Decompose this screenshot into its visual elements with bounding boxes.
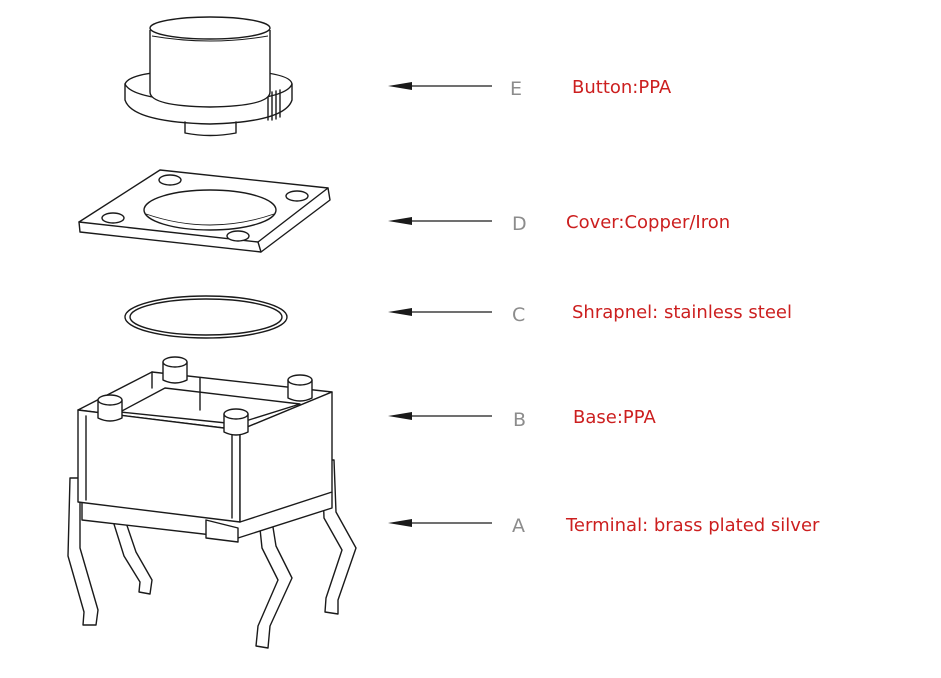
part-description-b: Base:PPA xyxy=(573,407,656,428)
arrow-head-d xyxy=(388,217,412,225)
arrow-head-c xyxy=(388,308,412,316)
cover-part xyxy=(78,169,331,253)
part-letter-c: C xyxy=(512,304,526,326)
leader-arrows xyxy=(388,82,492,527)
part-letter-d: D xyxy=(512,213,527,235)
part-description-a: Terminal: brass plated silver xyxy=(566,515,820,536)
base-part xyxy=(77,356,333,543)
part-description-d: Cover:Copper/Iron xyxy=(566,212,731,233)
part-letter-e: E xyxy=(510,78,523,100)
part-description-e: Button:PPA xyxy=(572,77,672,98)
button-part xyxy=(124,16,293,137)
arrow-head-b xyxy=(388,412,412,420)
part-letter-b: B xyxy=(513,409,527,431)
shrapnel-part xyxy=(124,295,288,339)
arrow-head-a xyxy=(388,519,412,527)
part-letter-a: A xyxy=(512,515,525,537)
part-description-c: Shrapnel: stainless steel xyxy=(572,302,792,323)
arrow-head-e xyxy=(388,82,412,90)
